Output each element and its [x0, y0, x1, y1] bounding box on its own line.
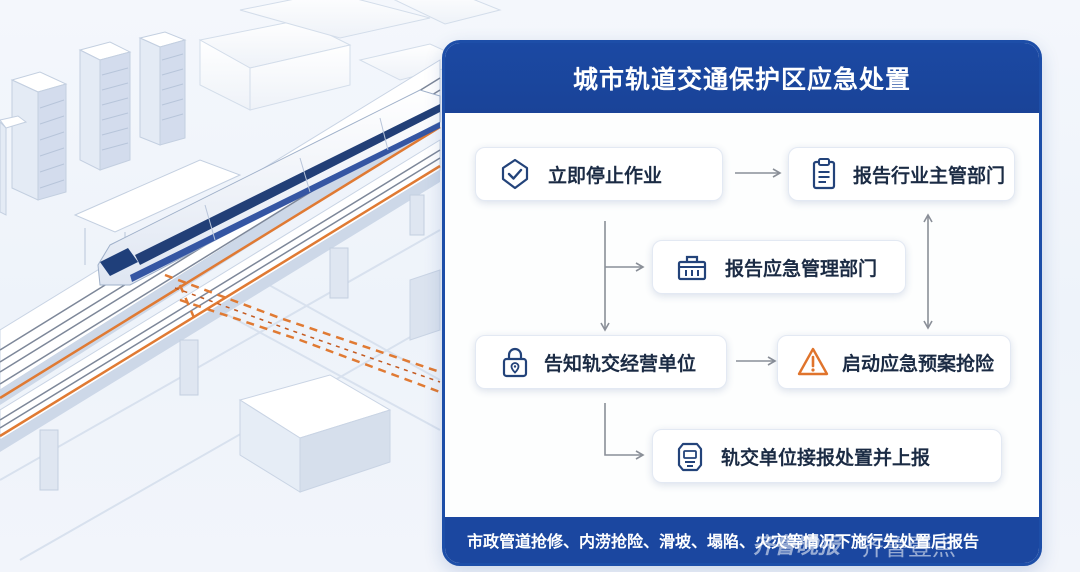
toolbox-icon — [677, 255, 707, 281]
protection-zone-dashes-inner — [174, 287, 441, 383]
node-label: 报告应急管理部门 — [725, 257, 878, 280]
city-buildings — [0, 31, 187, 216]
node-report-emergency: 报告应急管理部门 — [652, 240, 906, 294]
warning-triangle-icon — [797, 347, 829, 376]
node-report-industry: 报告行业主管部门 — [788, 147, 1015, 201]
lock-location-icon — [502, 347, 528, 378]
metro-train — [97, 89, 441, 286]
node-notify-operator: 告知轨交经营单位 — [475, 335, 727, 389]
building-windows — [39, 53, 184, 189]
node-label: 报告行业主管部门 — [853, 164, 1006, 187]
footer-note: 市政管道抢修、内涝抢险、滑坡、塌陷、火灾等情况下施行先处置后报告 — [467, 532, 980, 551]
low-building-2 — [409, 269, 441, 341]
node-label: 告知轨交经营单位 — [544, 352, 697, 375]
viaduct-piers — [39, 194, 425, 491]
node-label: 立即停止作业 — [548, 164, 663, 187]
flow-arrows — [600, 168, 933, 460]
shield-check-icon — [501, 158, 529, 190]
emergency-process-panel: 城市轨道交通保护区应急处置 — [442, 40, 1042, 566]
node-label: 轨交单位接报处置并上报 — [721, 446, 931, 469]
low-building — [238, 374, 392, 493]
phone-device-icon — [677, 442, 703, 472]
panel-header: 城市轨道交通保护区应急处置 — [445, 43, 1039, 113]
node-operator-handle: 轨交单位接报处置并上报 — [652, 429, 1002, 483]
panel-footer: 市政管道抢修、内涝抢险、滑坡、塌陷、火灾等情况下施行先处置后报告 — [445, 517, 1039, 563]
diagram-title: 城市轨道交通保护区应急处置 — [572, 65, 911, 94]
protection-zone-dashes — [164, 273, 441, 394]
node-label: 启动应急预案抢险 — [842, 352, 995, 375]
arrow-notify-to-operator — [604, 403, 645, 460]
clipboard-icon — [812, 158, 836, 190]
node-start-plan: 启动应急预案抢险 — [777, 335, 1011, 389]
node-stop-work: 立即停止作业 — [475, 147, 723, 201]
